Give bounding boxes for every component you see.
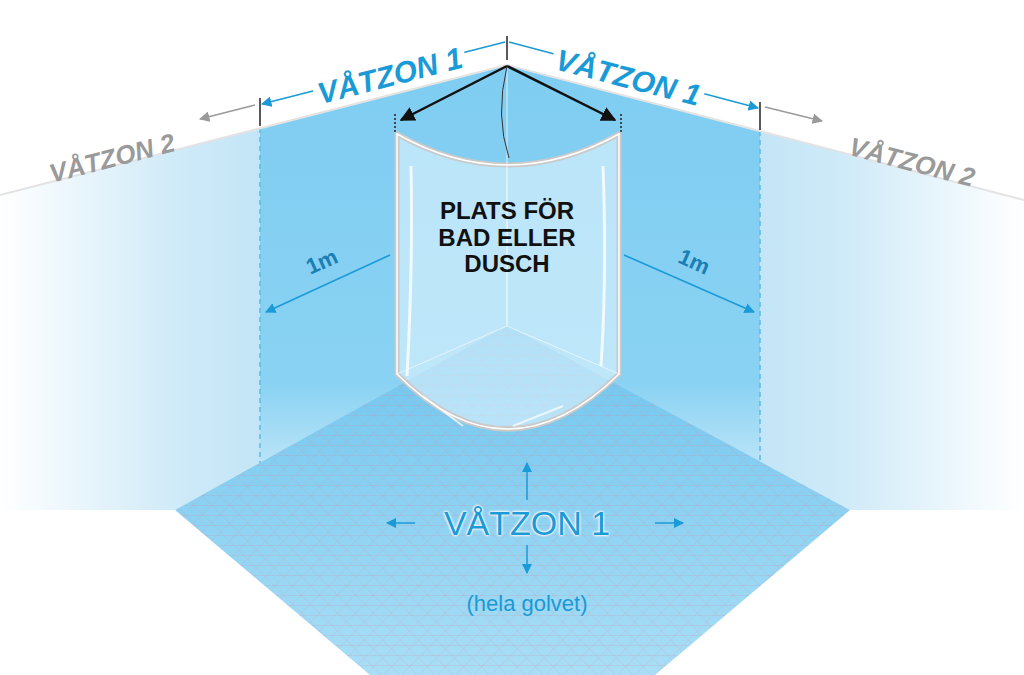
shower-enclosure: PLATS FÖR BAD ELLER DUSCH [393,126,623,444]
shower-enclosure-shape [393,126,623,444]
node-title: VÅTZON 1 [407,504,647,542]
node-title: PLATS FÖR BAD ELLER DUSCH [422,198,592,279]
node-note: (hela golvet) [427,592,627,617]
